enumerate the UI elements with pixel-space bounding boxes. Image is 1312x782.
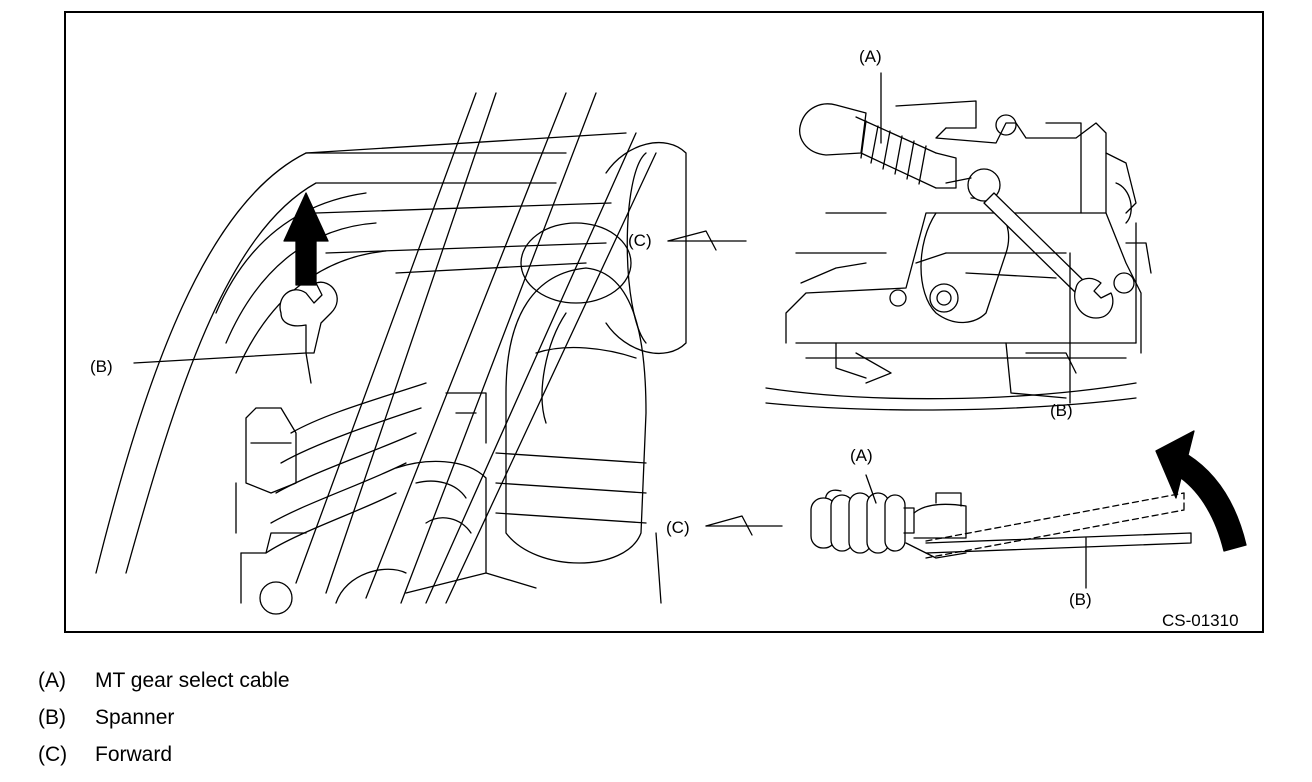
forward-direction-icon	[705, 515, 783, 536]
callout-b-bottom: (B)	[1069, 590, 1092, 609]
forward-arrow-icon	[283, 192, 329, 286]
legend-key: (A)	[38, 668, 66, 692]
callout-a-bottom: (A)	[850, 446, 873, 465]
legend-key: (C)	[38, 742, 68, 766]
spanner-icon	[983, 192, 1114, 319]
spanner-icon	[279, 281, 338, 384]
left-view	[95, 92, 687, 615]
bottom-right-view	[810, 489, 1192, 559]
legend-text: Spanner	[95, 705, 175, 729]
legend-row-c: (C) Forward	[38, 736, 738, 773]
legend-text: Forward	[95, 742, 173, 766]
callout-c-top: (C)	[628, 231, 652, 250]
legend-key: (B)	[38, 705, 66, 729]
legend-row-a: (A) MT gear select cable	[38, 662, 738, 699]
legend-row-b: (B) Spanner	[38, 699, 738, 736]
legend: (A) MT gear select cable (B) Spanner (C)…	[38, 662, 738, 773]
illustration	[95, 72, 1247, 615]
callout-b-top: (B)	[1050, 401, 1073, 420]
forward-direction-icon	[667, 230, 747, 251]
callout-c-bottom: (C)	[666, 518, 690, 537]
callout-a-top: (A)	[859, 47, 882, 66]
legend-text: MT gear select cable	[95, 668, 290, 692]
callout-b-left: (B)	[90, 357, 113, 376]
figure-code: CS-01310	[1162, 611, 1239, 630]
top-right-view	[765, 100, 1152, 411]
rotation-arrow-icon	[1155, 430, 1247, 552]
illustration-frame: (A) (B) (C) (B) (A) (C) (B) CS-01310	[64, 11, 1264, 633]
